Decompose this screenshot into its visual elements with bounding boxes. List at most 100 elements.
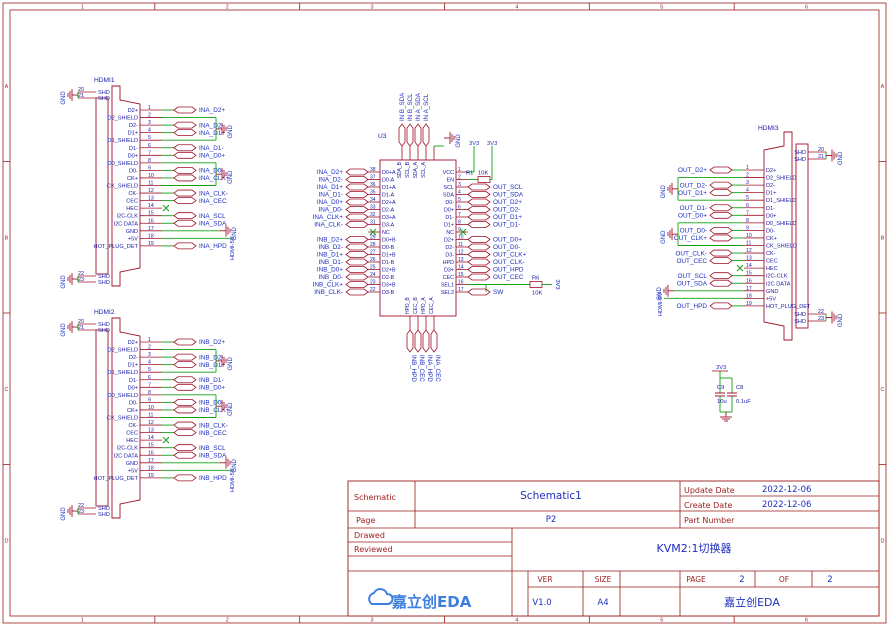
resistor-r6[interactable]: [529, 281, 543, 288]
net-label[interactable]: INA_D1+: [173, 129, 225, 137]
net-label[interactable]: INB_D1+: [173, 361, 225, 369]
net-label[interactable]: OUT_CLK-: [675, 249, 733, 257]
net-label[interactable]: INA_CLK+: [313, 213, 369, 221]
net-label[interactable]: OUT_D1-: [467, 221, 520, 229]
net-label[interactable]: INA_D1-: [173, 144, 224, 152]
net-label[interactable]: INA_D1+: [317, 183, 369, 191]
resistor-r1[interactable]: [477, 176, 491, 183]
net-flag-shape: [467, 236, 491, 243]
net-label[interactable]: INB_D2-: [318, 243, 369, 251]
net-label[interactable]: OUT_D0-: [680, 226, 733, 235]
pin-number: 11: [458, 242, 463, 248]
net-label[interactable]: INA_D1-: [318, 191, 369, 199]
net-label[interactable]: INB_HPD: [173, 474, 227, 482]
net-label[interactable]: OUT_D2+: [678, 166, 733, 174]
net-label[interactable]: INA_CLK-: [173, 189, 228, 197]
net-label[interactable]: INB_D1-: [318, 258, 369, 266]
net-label[interactable]: INB_CEC: [414, 329, 425, 382]
pin-name: SHD: [98, 280, 110, 286]
net-label[interactable]: INB_SCL: [173, 444, 226, 452]
net-label[interactable]: INB_CLK-: [314, 288, 369, 296]
net-label[interactable]: INB_CEC: [173, 429, 227, 437]
net-label[interactable]: INB_D1-: [173, 376, 224, 384]
net-label[interactable]: OUT_CLK+: [467, 251, 526, 259]
net-label[interactable]: INA_D0+: [173, 151, 225, 160]
net-name: OUT_CLK-: [675, 250, 707, 257]
net-label[interactable]: OUT_D1-: [680, 204, 733, 212]
net-flag-shape: [345, 236, 369, 243]
net-label[interactable]: OUT_CEC: [676, 257, 733, 265]
net-label[interactable]: OUT_D0-: [467, 243, 520, 251]
net-label[interactable]: INB_D0-: [173, 398, 224, 407]
net-label[interactable]: INB_D2+: [173, 338, 225, 346]
net-name: INB_D1+: [317, 252, 343, 259]
net-flag-shape: [173, 129, 197, 137]
net-label[interactable]: OUT_D2-: [467, 206, 520, 214]
net-label[interactable]: OUT_HPD: [676, 302, 733, 310]
net-label[interactable]: INA_SCL: [173, 212, 226, 220]
net-label[interactable]: IN B_SDA: [398, 92, 406, 147]
net-label[interactable]: OUT_D0+: [467, 236, 522, 244]
net-label[interactable]: INB_D1+: [317, 251, 369, 259]
net-label[interactable]: INA_D0-: [173, 166, 224, 175]
pin-name: D1+: [444, 223, 454, 229]
net-label[interactable]: INA_CEC: [430, 329, 441, 382]
no-connect: [162, 436, 170, 444]
net-label[interactable]: OUT_SDA: [677, 279, 733, 287]
net-label[interactable]: INB_HPD: [406, 329, 417, 382]
net-label[interactable]: INA_D2+: [173, 106, 225, 114]
net-label[interactable]: INA_D2-: [318, 176, 369, 184]
net-label[interactable]: INB_D0-: [318, 273, 369, 281]
net-label[interactable]: INB_D2-: [173, 353, 224, 361]
pin-number: 11: [148, 413, 153, 419]
net-label[interactable]: INA_HPD: [173, 242, 227, 250]
pin-number: 15: [746, 271, 752, 277]
net-label[interactable]: INA_D2-: [173, 121, 224, 129]
net-label[interactable]: INA_CLK-: [314, 221, 369, 229]
net-label[interactable]: OUT_SDA: [467, 191, 524, 199]
net-label[interactable]: OUT_CLK-: [467, 258, 525, 266]
net-label[interactable]: OUT_SCL: [678, 272, 733, 280]
net-label[interactable]: INB_D0+: [173, 383, 225, 392]
pin-name: GND: [126, 461, 138, 467]
net-label[interactable]: INA_D0-: [318, 206, 369, 214]
net-label[interactable]: IN A_SDA: [414, 92, 422, 147]
net-label[interactable]: INB_D0+: [317, 266, 369, 274]
net-name: OUT_D1-: [680, 205, 707, 212]
net-label[interactable]: INA_SDA: [173, 219, 227, 227]
net-label[interactable]: INA_CLK+: [173, 174, 230, 182]
net-label[interactable]: INB_SDA: [173, 451, 227, 459]
net-label[interactable]: INA_D0+: [317, 198, 369, 206]
net-label[interactable]: OUT_D2+: [467, 198, 522, 206]
title-label: Part Number: [684, 516, 735, 525]
net-label[interactable]: INB_CLK-: [173, 421, 228, 429]
pin-number: 23: [818, 316, 824, 322]
net-label[interactable]: OUT_CEC: [467, 273, 524, 281]
net-label[interactable]: INB_CLK+: [313, 281, 369, 289]
net-name: OUT_CLK-: [493, 259, 525, 266]
net-label[interactable]: OUT_SCL: [467, 183, 523, 191]
net-label[interactable]: IN A_SCL: [422, 93, 430, 147]
net-label[interactable]: OUT_D1+: [678, 189, 733, 197]
net-label[interactable]: INB_D2+: [317, 236, 369, 244]
net-name: INB_D2-: [199, 354, 224, 361]
pin-number: 14: [458, 265, 464, 271]
net-label[interactable]: OUT_D0+: [678, 211, 733, 220]
net-label[interactable]: INA_HPD: [422, 329, 433, 382]
net-label[interactable]: OUT_HPD: [467, 266, 524, 274]
net-label[interactable]: INA_CEC: [173, 197, 227, 205]
net-flag-shape: [467, 251, 491, 258]
net-label[interactable]: OUT_D1+: [467, 213, 522, 221]
power-label: 3V3: [716, 365, 726, 371]
net-label[interactable]: INA_D2+: [317, 168, 369, 176]
net-label[interactable]: OUT_D2-: [680, 181, 733, 189]
net-label[interactable]: OUT_CLK+: [674, 234, 733, 242]
net-label[interactable]: INB_CLK+: [173, 406, 230, 414]
net-label[interactable]: IN B_SCL: [406, 93, 414, 147]
net-label[interactable]: SW: [467, 288, 504, 296]
